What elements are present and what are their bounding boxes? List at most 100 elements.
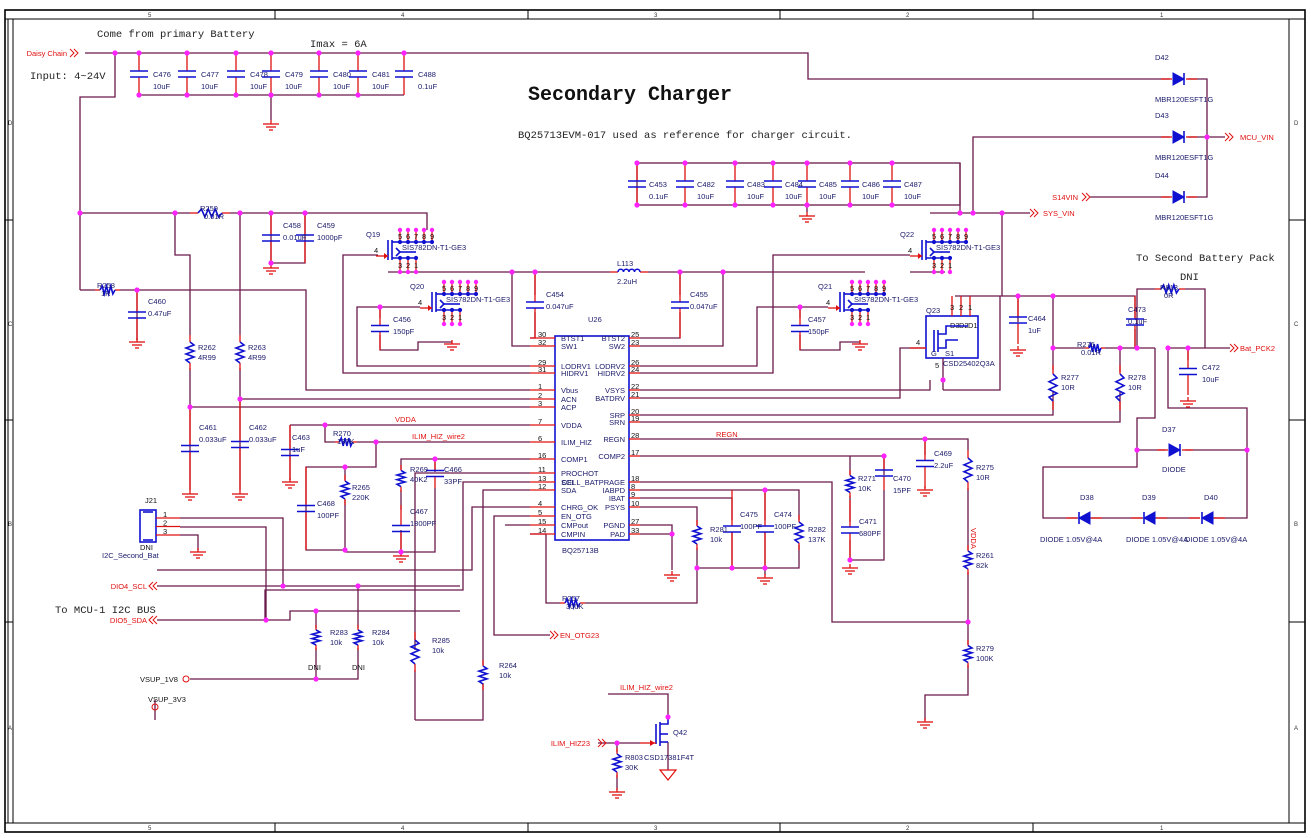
resistor-r277 bbox=[1047, 365, 1059, 410]
cap-c454-ref: C454 bbox=[546, 290, 564, 299]
port-daisy-chain bbox=[69, 48, 79, 58]
mosfet-q21-drain-pin: 8 bbox=[874, 284, 878, 293]
junction-dot bbox=[136, 92, 142, 98]
cap-c460-value: 0.47uF bbox=[148, 309, 172, 318]
diode-d40 bbox=[1189, 511, 1225, 525]
mosfet-q19-drain-pin: 5 bbox=[398, 232, 402, 241]
u26-right-pin-num: 26 bbox=[631, 358, 639, 367]
mosfet-q19-source-pin: 2 bbox=[406, 261, 410, 270]
junction-dot bbox=[77, 210, 83, 216]
resistor-r264-value: 10k bbox=[499, 671, 511, 680]
mosfet-q20-drain-pin: 9 bbox=[474, 284, 478, 293]
junction-dot bbox=[1134, 447, 1140, 453]
resistor-r264-ref: R264 bbox=[499, 661, 517, 670]
u26-pin-acp: ACP bbox=[561, 403, 576, 412]
resistor-r813-value: 0R bbox=[1164, 291, 1174, 300]
q23-top-pin: 3 bbox=[950, 303, 954, 312]
cap-c463-ref: C463 bbox=[292, 433, 310, 442]
mosfet-q21-gate-pin: 4 bbox=[826, 298, 830, 307]
junction-dot bbox=[302, 210, 308, 216]
wires bbox=[79, 52, 1248, 790]
cap-c474-value: 100PF bbox=[774, 522, 797, 531]
junction-dot bbox=[694, 565, 700, 571]
junction-dot bbox=[322, 422, 328, 428]
mosfet-q42 bbox=[640, 717, 678, 781]
zone-row-b: B bbox=[8, 522, 12, 528]
port-bat-pck2 bbox=[1229, 343, 1239, 353]
junction-dot bbox=[184, 50, 190, 56]
u26-right-pin-num: 20 bbox=[631, 407, 639, 416]
junction-dot bbox=[634, 202, 640, 208]
u26-pin-hidrv1: HIDRV1 bbox=[561, 369, 588, 378]
cap-c456 bbox=[371, 307, 389, 350]
junction-dot bbox=[732, 202, 738, 208]
resistor-r263 bbox=[233, 335, 247, 370]
ground-icon bbox=[282, 478, 298, 489]
input-cap-c488 bbox=[395, 53, 413, 95]
resistor-r262-ref: R262 bbox=[198, 343, 216, 352]
output-cap-c485-ref: C485 bbox=[819, 180, 837, 189]
mosfet-q20-drain-pin: 8 bbox=[466, 284, 470, 293]
mosfet-q19-gate-pin: 4 bbox=[374, 246, 378, 255]
mosfet-q20-drain-pin: 5 bbox=[442, 284, 446, 293]
junction-dot bbox=[804, 202, 810, 208]
u26-left-pin-num: 13 bbox=[538, 474, 546, 483]
cap-c458 bbox=[262, 213, 280, 263]
mosfet-q21-source-pin: 2 bbox=[858, 313, 862, 322]
resistor-r282-ref: R282 bbox=[808, 525, 826, 534]
junction-dot bbox=[682, 160, 688, 166]
resistor-r262 bbox=[183, 335, 197, 370]
cap-c475-ref: C475 bbox=[740, 510, 758, 519]
cap-c461 bbox=[181, 407, 199, 490]
q23-gate-pin: 4 bbox=[916, 338, 920, 347]
vsup-3v3-label: VSUP_3V3 bbox=[148, 695, 186, 704]
resistor-r258-value: 1R bbox=[101, 289, 111, 298]
u26-part: BQ25713B bbox=[562, 546, 599, 555]
ground-icon bbox=[129, 338, 145, 349]
resistor-r265 bbox=[338, 475, 352, 505]
junction-dot bbox=[184, 92, 190, 98]
input-cap-c488-ref: C488 bbox=[418, 70, 436, 79]
junction-dot bbox=[1050, 293, 1056, 299]
u26-pin-ibat: IBAT bbox=[609, 494, 626, 503]
input-cap-c479 bbox=[262, 53, 280, 95]
junction-dot bbox=[342, 547, 348, 553]
u26-left-pin-num: 31 bbox=[538, 365, 546, 374]
diode-d42-ref: D42 bbox=[1155, 53, 1169, 62]
output-cap-c484-value: 10uF bbox=[785, 192, 803, 201]
output-cap-c484-ref: C484 bbox=[785, 180, 803, 189]
u26-pin-srn: SRN bbox=[609, 418, 625, 427]
u26-right-pin-num: 28 bbox=[631, 431, 639, 440]
cap-c460-ref: C460 bbox=[148, 297, 166, 306]
u26-left-pin-num: 14 bbox=[538, 526, 546, 535]
labels-layer: C47610uFC47710uFC47810uFC47910uFC48010uF… bbox=[27, 49, 1275, 772]
mosfet-q19-drain-pin: 9 bbox=[430, 232, 434, 241]
j21-pin-2: 2 bbox=[163, 519, 167, 528]
input-cap-c481-value: 10uF bbox=[372, 82, 390, 91]
input-cap-c477-value: 10uF bbox=[201, 82, 219, 91]
output-cap-c487 bbox=[883, 163, 901, 205]
mosfet-q22-drain-pin: 5 bbox=[932, 232, 936, 241]
input-cap-c476-ref: C476 bbox=[153, 70, 171, 79]
u26-pin-sw2: SW2 bbox=[609, 342, 625, 351]
ground-icon bbox=[917, 486, 933, 497]
resistor-r270-ref: R270 bbox=[333, 429, 351, 438]
junction-dot bbox=[922, 436, 928, 442]
ground-icon bbox=[609, 788, 625, 799]
l113-ref: L113 bbox=[617, 259, 633, 268]
net-label-ilim-hiz-wire2: ILIM_HIZ_wire2 bbox=[412, 432, 465, 441]
cap-c469 bbox=[916, 439, 934, 488]
port-bat-pck2-label: Bat_PCK2 bbox=[1240, 344, 1275, 353]
port-en-otg23 bbox=[549, 630, 559, 640]
mosfet-q19-source-pin: 1 bbox=[414, 261, 418, 270]
cap-c466-ref: C466 bbox=[444, 465, 462, 474]
u26-pin-comp1: COMP1 bbox=[561, 455, 588, 464]
resistor-r265-value: 220K bbox=[352, 493, 370, 502]
mosfet-q21-drain-pin: 6 bbox=[858, 284, 862, 293]
input-cap-c481-ref: C481 bbox=[372, 70, 390, 79]
port-dio5-sda-label: DIO5_SDA bbox=[110, 616, 147, 625]
junction-dot bbox=[1185, 345, 1191, 351]
resistor-r279-ref: R279 bbox=[976, 644, 994, 653]
